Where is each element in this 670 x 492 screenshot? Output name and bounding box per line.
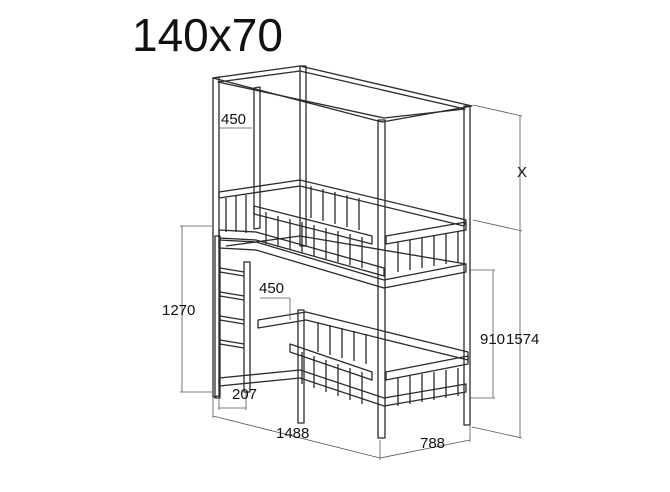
dim-total-height: 1574: [506, 331, 539, 348]
dim-lower-rail-gap: 450: [259, 280, 284, 297]
dim-length: 1488: [276, 425, 309, 442]
canopy-frame: [212, 65, 473, 123]
upper-bed: [218, 179, 467, 289]
ladder: [214, 235, 251, 399]
page-title: 140x70: [132, 9, 283, 61]
dimension-labels: 450 X 1270 450 910 1574 207 1488 788: [162, 111, 539, 452]
dimension-lines: [180, 104, 523, 460]
dim-canopy-post-gap: 450: [221, 111, 246, 128]
bed-frame: [212, 65, 473, 439]
lower-bed: [218, 311, 469, 407]
dim-ladder-height: 1270: [162, 302, 195, 319]
dim-ladder-offset: 207: [232, 386, 257, 403]
dim-height-x: X: [517, 164, 527, 181]
dim-width: 788: [420, 435, 445, 452]
dim-lower-height: 910: [480, 331, 505, 348]
